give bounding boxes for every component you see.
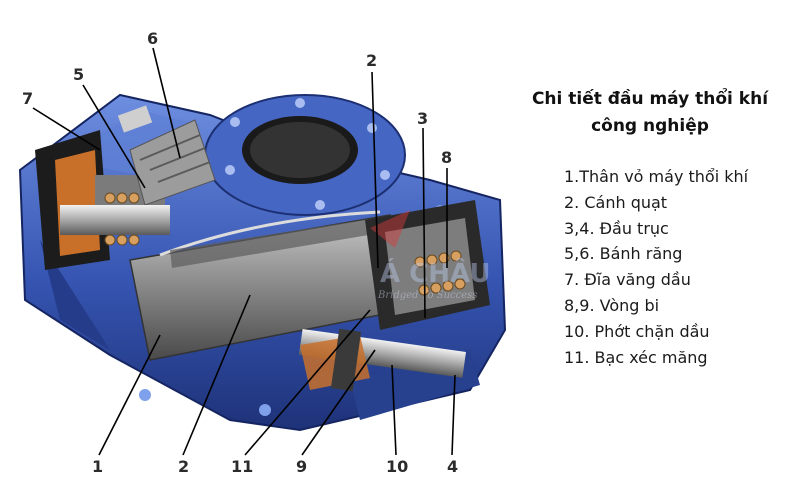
callout-5: 5: [73, 65, 84, 84]
legend-item: 7. Đĩa văng dầu: [564, 270, 691, 290]
callout-9: 9: [296, 457, 307, 476]
legend-item: 1.Thân vỏ máy thổi khí: [564, 167, 749, 186]
legend-list: 1.Thân vỏ máy thổi khí 2. Cánh quạt 3,4.…: [564, 164, 800, 370]
callout-3: 3: [417, 109, 428, 128]
callout-8: 8: [441, 148, 452, 167]
leader-line-2-top: [371, 71, 379, 269]
legend-item: 5,6. Bánh răng: [564, 244, 683, 264]
watermark-brand: Á CHÂU: [380, 257, 490, 289]
blower-cutaway-diagram: Á CHÂU Bridged To Success 1 2 11 9 10 4 …: [18, 29, 507, 476]
legend-item: 11. Bạc xéc măng: [564, 347, 708, 367]
leader-line-4: [451, 374, 456, 456]
callout-1: 1: [92, 457, 103, 476]
legend-title-line-1: Chi tiết đầu máy thổi khí: [531, 89, 769, 109]
callout-lines: [32, 47, 456, 456]
leader-line-6: [152, 47, 181, 159]
callout-11: 11: [231, 457, 253, 476]
legend-item: 8,9. Vòng bi: [564, 295, 660, 315]
callout-2-top: 2: [366, 51, 377, 70]
legend-item: 2. Cánh quạt: [564, 192, 668, 212]
leader-line-5: [82, 84, 146, 189]
timing-gear: [129, 119, 216, 206]
leader-line-2-bottom: [182, 294, 251, 456]
parts-legend: Chi tiết đầu máy thổi khí công nghiệp 1.…: [500, 86, 800, 370]
brand-watermark: Á CHÂU Bridged To Success: [370, 210, 490, 301]
legend-title-line-2: công nghiệp: [591, 116, 709, 136]
callout-6: 6: [147, 29, 158, 48]
leader-line-7: [32, 107, 101, 151]
leader-line-11: [244, 309, 371, 456]
legend-item: 3,4. Đầu trục: [564, 218, 669, 238]
callout-4: 4: [447, 457, 458, 476]
bearing-end-cutaway: [298, 200, 490, 392]
rotor-impeller: [129, 210, 406, 361]
callout-7: 7: [22, 89, 33, 108]
watermark-tagline: Bridged To Success: [377, 290, 477, 301]
leader-line-10: [391, 364, 397, 456]
callout-2-bottom: 2: [178, 457, 189, 476]
legend-item: 10. Phớt chặn dầu: [564, 321, 710, 341]
leader-line-1: [98, 334, 161, 456]
gear-end-cutaway: [35, 105, 216, 270]
callout-numbers: 1 2 11 9 10 4 2 3 8 7 5 6: [22, 29, 458, 476]
leader-line-3: [422, 127, 426, 319]
callout-10: 10: [386, 457, 408, 476]
watermark-logo-icon: [370, 210, 410, 248]
leader-line-9: [301, 349, 376, 456]
